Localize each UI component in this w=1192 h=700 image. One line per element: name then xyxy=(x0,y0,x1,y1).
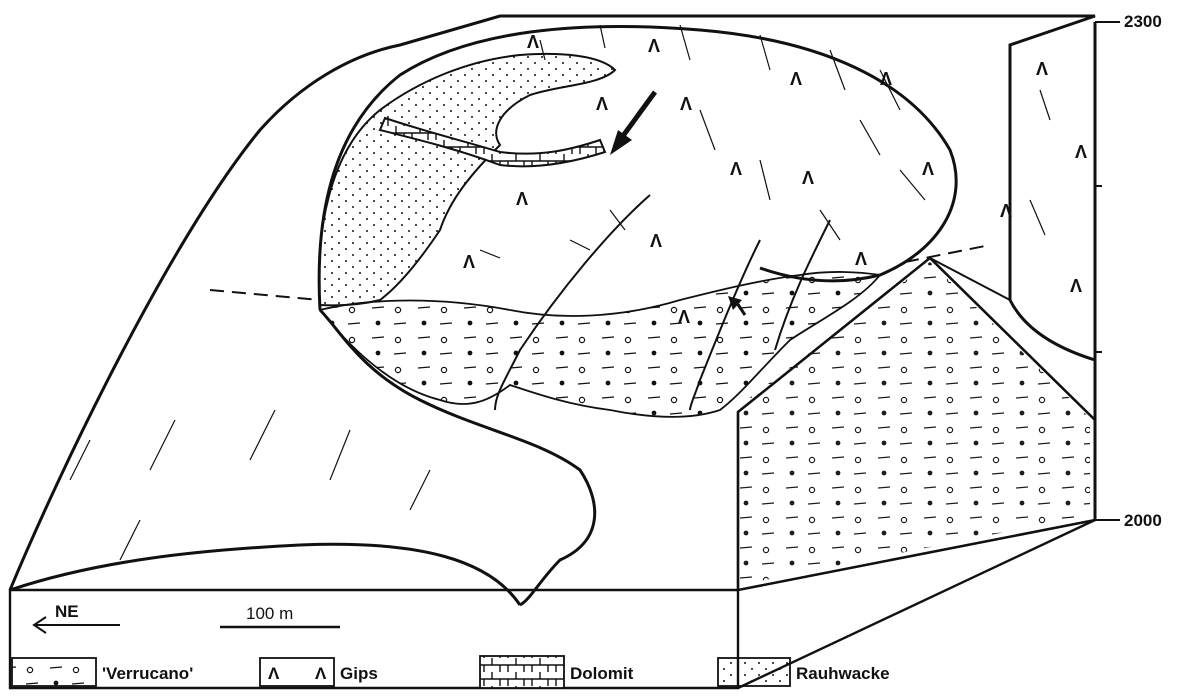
elevation-bottom-label: 2000 xyxy=(1124,511,1162,530)
svg-text:Λ: Λ xyxy=(1070,276,1082,296)
svg-text:Λ: Λ xyxy=(463,252,475,272)
svg-text:Λ: Λ xyxy=(596,94,608,114)
svg-text:'Verrucano': 'Verrucano' xyxy=(102,664,193,683)
svg-text:Λ: Λ xyxy=(802,168,814,188)
svg-text:Λ: Λ xyxy=(1036,59,1048,79)
svg-text:Dolomit: Dolomit xyxy=(570,664,634,683)
svg-text:Λ: Λ xyxy=(730,159,742,179)
svg-text:Λ: Λ xyxy=(650,231,662,251)
svg-text:Λ: Λ xyxy=(880,69,892,89)
svg-text:Λ: Λ xyxy=(855,249,867,269)
svg-text:Λ: Λ xyxy=(516,189,528,209)
svg-text:Λ: Λ xyxy=(527,32,539,52)
svg-text:Λ: Λ xyxy=(268,664,280,683)
direction-label: NE xyxy=(55,602,79,621)
legend-item-rauhwacke: Rauhwacke xyxy=(718,658,890,686)
svg-text:Λ: Λ xyxy=(922,159,934,179)
scale-bar-label: 100 m xyxy=(246,604,293,623)
elevation-scale: 2300 2000 xyxy=(1095,12,1162,530)
svg-text:Λ: Λ xyxy=(1000,201,1012,221)
arrows xyxy=(610,92,745,315)
elevation-top-label: 2300 xyxy=(1124,12,1162,31)
svg-text:Λ: Λ xyxy=(648,36,660,56)
svg-text:Λ: Λ xyxy=(1075,142,1087,162)
svg-text:Λ: Λ xyxy=(678,307,690,327)
svg-text:Rauhwacke: Rauhwacke xyxy=(796,664,890,683)
svg-text:Λ: Λ xyxy=(790,69,802,89)
svg-text:Gips: Gips xyxy=(340,664,378,683)
svg-text:Λ: Λ xyxy=(315,664,327,683)
svg-text:Λ: Λ xyxy=(680,94,692,114)
